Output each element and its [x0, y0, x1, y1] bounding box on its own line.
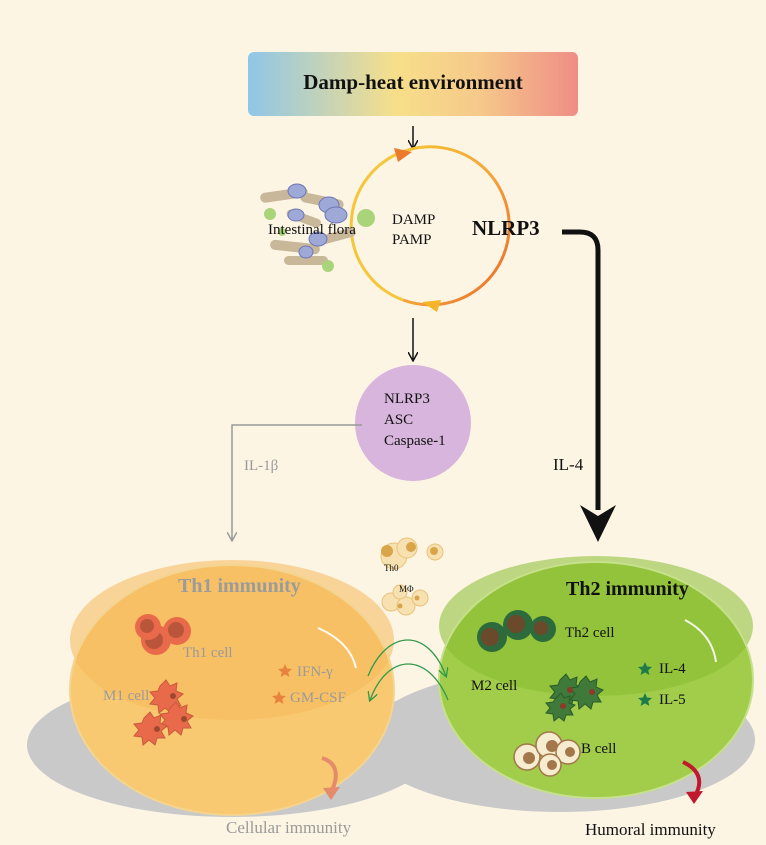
th2-cytokine-star-icon — [638, 662, 652, 706]
b-cell-label: B cell — [581, 741, 617, 757]
m2-cell-icon — [545, 673, 604, 722]
inflammasome-nlrp3: NLRP3 — [384, 391, 430, 407]
precursor-cells-icon — [380, 537, 444, 616]
cellular-immunity-label: Cellular immunity — [226, 818, 352, 837]
cycle-arrowhead-bottom — [422, 300, 441, 312]
th0-label: Th0 — [384, 563, 399, 573]
th2-outcome-arrowhead — [686, 791, 703, 804]
cross-regulation-arrows — [367, 639, 449, 700]
m2-cell-label: M2 cell — [471, 678, 518, 694]
m1-cell-icon — [133, 679, 194, 746]
humoral-immunity-label: Humoral immunity — [585, 820, 716, 839]
il4-cytokine-label: IL-4 — [659, 661, 686, 677]
th1-cytokine-star-icon — [272, 664, 292, 704]
th1-cell-label: Th1 cell — [183, 645, 233, 661]
macrophage-label: MΦ — [399, 584, 414, 594]
th2-cell-icon — [477, 610, 556, 652]
environment-title: Damp-heat environment — [303, 70, 523, 94]
th1-disc — [69, 560, 395, 816]
pamp-label: PAMP — [392, 232, 432, 248]
bacteria-cluster-icon — [260, 183, 375, 272]
environment-banner: Damp-heat environment — [248, 52, 578, 116]
inflammasome-asc: ASC — [384, 412, 414, 428]
inflammasome-circle — [355, 365, 471, 481]
damp-label: DAMP — [392, 212, 436, 228]
il5-cytokine-label: IL-5 — [659, 692, 686, 708]
th2-cell-label: Th2 cell — [565, 625, 615, 641]
nlrp3-label: NLRP3 — [472, 216, 540, 240]
flora-label: Intestinal flora — [268, 222, 356, 238]
b-cell-icon — [513, 731, 581, 777]
arrow-nlrp3-head — [580, 505, 616, 542]
m1-cell-label: M1 cell — [103, 688, 150, 704]
il1b-label: IL-1β — [244, 458, 279, 474]
th1-cell-icon — [135, 614, 191, 655]
th1-title: Th1 immunity — [178, 575, 301, 597]
th1-outcome-arrowhead — [323, 787, 340, 800]
gm-csf-label: GM-CSF — [290, 690, 346, 706]
ifn-gamma-label: IFN-γ — [297, 664, 333, 680]
th2-title: Th2 immunity — [566, 578, 689, 600]
activation-cycle — [349, 145, 511, 312]
arrow-nlrp3-to-th2 — [562, 229, 601, 510]
inflammasome-caspase1: Caspase-1 — [384, 433, 446, 449]
il4-signal-label: IL-4 — [553, 455, 584, 474]
cycle-arrowhead-top — [394, 148, 412, 162]
arrow-il1b-to-th1 — [232, 424, 362, 540]
